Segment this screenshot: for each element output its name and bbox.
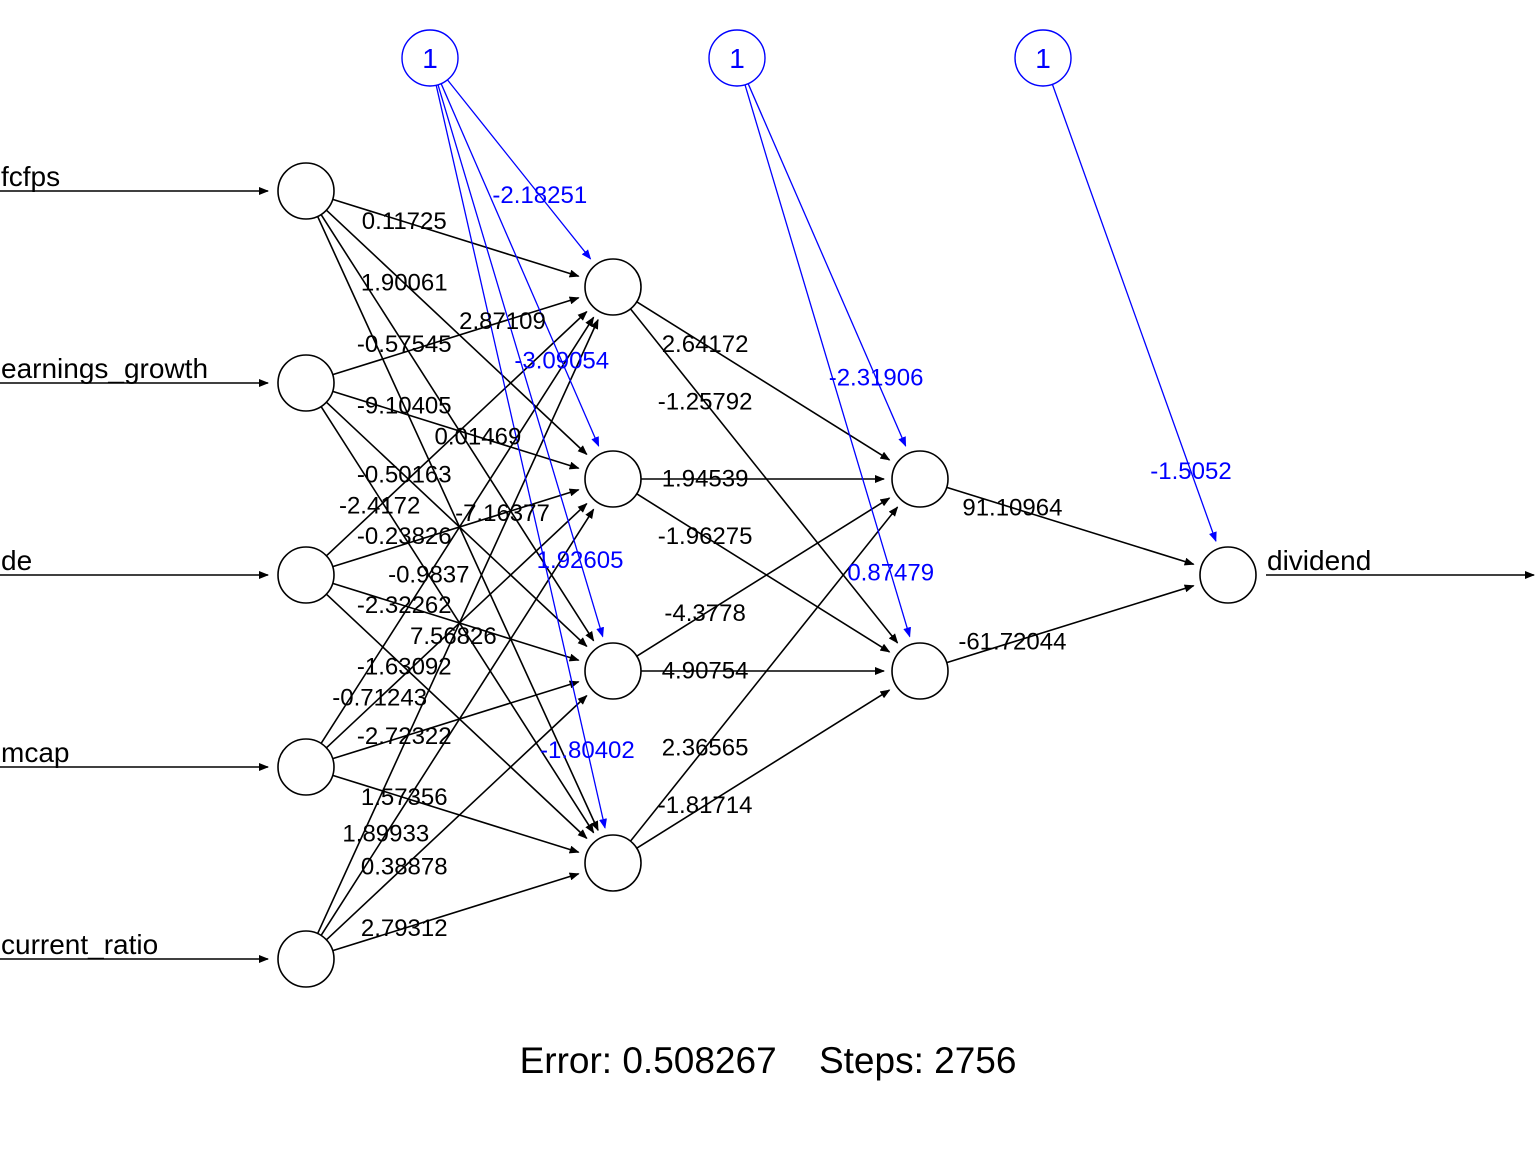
layer1-1-2-weight-label: -0.50163 bbox=[357, 462, 452, 489]
input-label-mcap: mcap bbox=[1, 737, 69, 768]
layer1-3-1-edge bbox=[325, 502, 588, 749]
layer1-1-3-edge bbox=[320, 406, 595, 834]
input-label-fcfps: fcfps bbox=[1, 161, 60, 192]
layer1-1-0-weight-label: 2.87109 bbox=[459, 308, 546, 335]
layer1-4-0-edge bbox=[316, 318, 599, 934]
layer1-2-1-edge bbox=[332, 488, 580, 568]
layer1-1-1-weight-label: 0.01469 bbox=[435, 423, 522, 450]
bias3-0-weight-label: -1.5052 bbox=[1150, 458, 1231, 485]
layer1-2-2-weight-label: -2.32262 bbox=[357, 592, 452, 619]
bias1-3-edge bbox=[435, 85, 607, 829]
layer3-1-0-weight-label: -61.72044 bbox=[958, 629, 1066, 656]
layer1-2-2-edge bbox=[332, 582, 580, 662]
bias-node-label: 1 bbox=[729, 43, 745, 74]
layer3-1-0-edge bbox=[946, 584, 1195, 664]
bias1-2-weight-label: 1.92605 bbox=[537, 547, 624, 574]
layer2-2-0-weight-label: -4.3778 bbox=[664, 600, 745, 627]
layer1-0-0-weight-label: 0.11725 bbox=[362, 208, 447, 235]
bias1-0-weight-label: -2.18251 bbox=[492, 182, 587, 209]
layer1-4-3-weight-label: 2.79312 bbox=[361, 915, 448, 942]
layer2-1-1-edge bbox=[636, 493, 891, 653]
input-node bbox=[277, 546, 335, 604]
bias-node bbox=[401, 29, 459, 87]
layer1-2-3-weight-label: -1.63092 bbox=[357, 654, 452, 681]
layer1-1-2-edge bbox=[325, 401, 588, 648]
layer2-1-1-weight-label: -1.96275 bbox=[658, 523, 753, 550]
input-label-current_ratio: current_ratio bbox=[1, 929, 158, 960]
layer2-2-0-edge bbox=[636, 497, 891, 657]
layer1-0-2-weight-label: -0.57545 bbox=[357, 331, 452, 358]
layer2-0-0-edge bbox=[636, 301, 891, 461]
layer3-0-0-edge bbox=[946, 486, 1195, 566]
input-node bbox=[277, 930, 335, 988]
bias1-1-edge bbox=[440, 83, 600, 447]
layer2-2-1-weight-label: 4.90754 bbox=[662, 658, 749, 685]
output-label: dividend bbox=[1267, 545, 1371, 576]
layer1-2-0-edge bbox=[325, 310, 588, 557]
layer1-0-2-edge bbox=[320, 214, 595, 642]
layer2-0-1-edge bbox=[629, 308, 899, 644]
error-value: Error: 0.508267 bbox=[519, 1040, 777, 1081]
input-label-de: de bbox=[1, 545, 32, 576]
hidden-node bbox=[584, 258, 642, 316]
steps-value: Steps: 2756 bbox=[818, 1040, 1017, 1081]
bias2-0-weight-label: -2.31906 bbox=[829, 364, 924, 391]
layer1-4-2-edge bbox=[325, 694, 588, 941]
layer1-2-3-edge bbox=[325, 593, 588, 840]
input-node bbox=[277, 162, 335, 220]
output-node bbox=[1199, 546, 1257, 604]
layer1-2-1-weight-label: -7.16377 bbox=[455, 500, 550, 527]
bias1-1-weight-label: -3.09054 bbox=[514, 348, 609, 375]
layer3-0-0-weight-label: 91.10964 bbox=[962, 494, 1062, 521]
layer1-1-1-edge bbox=[332, 390, 580, 470]
bias-node bbox=[708, 29, 766, 87]
layer1-4-0-weight-label: 7.56826 bbox=[410, 623, 497, 650]
layer1-3-3-weight-label: 1.57356 bbox=[361, 784, 448, 811]
layer1-4-3-edge bbox=[332, 872, 580, 952]
layer1-1-0-edge bbox=[332, 296, 580, 376]
layer2-1-0-weight-label: 1.94539 bbox=[662, 466, 749, 493]
layer1-0-1-weight-label: 1.90061 bbox=[361, 270, 448, 297]
bias3-0-edge bbox=[1051, 84, 1217, 543]
layer1-1-3-weight-label: -0.23826 bbox=[357, 523, 452, 550]
layer2-3-1-weight-label: -1.81714 bbox=[658, 792, 753, 819]
bias1-3-weight-label: -1.80402 bbox=[540, 737, 635, 764]
bias-node-label: 1 bbox=[1035, 43, 1051, 74]
layer2-3-1-edge bbox=[636, 689, 891, 849]
hidden-node bbox=[584, 642, 642, 700]
layer1-3-3-edge bbox=[332, 774, 580, 854]
hidden-node bbox=[584, 450, 642, 508]
layer1-3-0-edge bbox=[320, 316, 595, 744]
layer1-2-0-weight-label: -2.4172 bbox=[339, 492, 420, 519]
layer2-0-0-weight-label: 2.64172 bbox=[662, 331, 749, 358]
layer2-3-0-edge bbox=[629, 506, 899, 842]
bias1-0-edge bbox=[446, 79, 592, 260]
layer1-0-3-weight-label: -9.10405 bbox=[357, 393, 452, 420]
layer1-0-1-edge bbox=[325, 209, 588, 456]
layer1-3-2-edge bbox=[332, 680, 580, 760]
hidden-node bbox=[891, 642, 949, 700]
layer1-3-2-weight-label: -2.72322 bbox=[357, 723, 452, 750]
training-summary: Error: 0.508267 Steps: 2756 bbox=[0, 1040, 1536, 1082]
input-label-earnings_growth: earnings_growth bbox=[1, 353, 208, 384]
layer1-3-1-weight-label: -0.71243 bbox=[332, 684, 427, 711]
hidden-node bbox=[584, 834, 642, 892]
input-node bbox=[277, 354, 335, 412]
bias-node-label: 1 bbox=[422, 43, 438, 74]
layer1-4-1-weight-label: 1.89933 bbox=[342, 821, 429, 848]
input-node bbox=[277, 738, 335, 796]
layer1-4-2-weight-label: 0.38878 bbox=[361, 853, 448, 880]
layer2-0-1-weight-label: -1.25792 bbox=[658, 389, 753, 416]
bias1-2-edge bbox=[437, 84, 604, 638]
bias2-1-edge bbox=[744, 84, 911, 638]
bias-node bbox=[1014, 29, 1072, 87]
layer2-3-0-weight-label: 2.36565 bbox=[662, 734, 749, 761]
layer1-3-0-weight-label: -0.9837 bbox=[388, 562, 469, 589]
bias2-0-edge bbox=[747, 83, 907, 447]
bias2-1-weight-label: 0.87479 bbox=[847, 559, 934, 586]
layer1-0-0-edge bbox=[332, 198, 580, 278]
hidden-node bbox=[891, 450, 949, 508]
